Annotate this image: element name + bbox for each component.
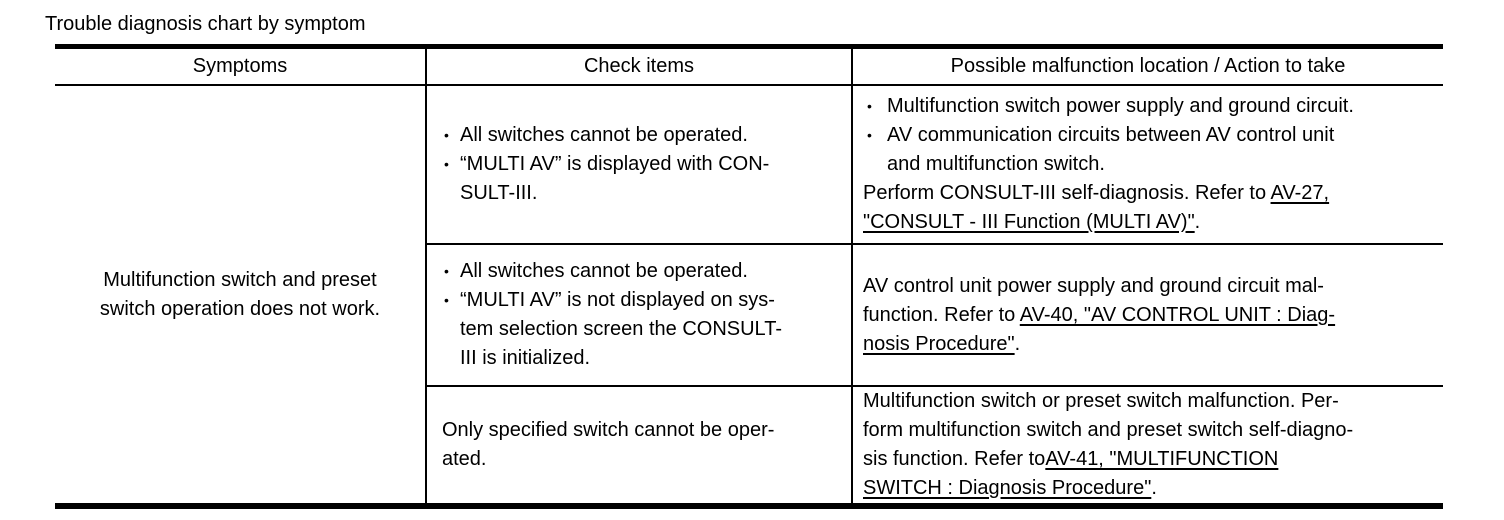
check-bullet-item: • All switches cannot be operated.: [442, 257, 845, 286]
check-bullet-text: All switches cannot be operated.: [460, 260, 748, 282]
bullet-icon: •: [444, 127, 449, 143]
xref-link-av40[interactable]: AV-40, "AV CONTROL UNIT : Diag- nosis Pr…: [863, 303, 1336, 355]
check-bullet-item: • All switches cannot be operated.: [442, 121, 845, 150]
bullet-icon: •: [867, 127, 872, 143]
symptoms-cell: Multifunction switch and preset switch o…: [55, 86, 427, 503]
check-text: Only specified switch cannot be oper- at…: [442, 419, 775, 470]
action-paragraph: AV control unit power supply and ground …: [863, 272, 1435, 359]
bullet-icon: •: [867, 98, 872, 114]
action-paragraph: Perform CONSULT-III self-diagnosis. Refe…: [863, 179, 1435, 237]
check-items-cell-row2: • All switches cannot be operated. • “MULT…: [427, 245, 853, 387]
check-bullet-text: “MULTI AV” is displayed with CON- SULT-I…: [460, 153, 770, 204]
check-items-cell-row1: • All switches cannot be operated. • “MULT…: [427, 86, 853, 245]
action-bullet-text: AV communication circuits between AV con…: [887, 124, 1335, 175]
action-bullet-item: • AV communication circuits between AV co…: [863, 121, 1435, 179]
header-symptoms: Symptoms: [55, 49, 427, 86]
check-bullet-text: “MULTI AV” is not displayed on sys- tem …: [460, 289, 782, 369]
check-bullet-item: • “MULTI AV” is displayed with CON- SULT-…: [442, 150, 845, 208]
action-cell-row3: Multifunction switch or preset switch ma…: [853, 387, 1443, 503]
trouble-diagnosis-table: Symptoms Check items Possible malfunctio…: [55, 44, 1443, 509]
action-bullet-text: Multifunction switch power supply and gr…: [887, 95, 1354, 117]
action-text: .: [1151, 477, 1157, 499]
action-cell-row2: AV control unit power supply and ground …: [853, 245, 1443, 387]
header-check-items: Check items: [427, 49, 853, 86]
action-text: .: [1014, 332, 1021, 355]
action-text: .: [1194, 211, 1201, 233]
action-bullet-item: • Multifunction switch power supply and g…: [863, 92, 1435, 121]
action-cell-row1: • Multifunction switch power supply and g…: [853, 86, 1443, 245]
check-bullet-text: All switches cannot be operated.: [460, 124, 748, 146]
check-bullet-item: • “MULTI AV” is not displayed on sys- tem…: [442, 286, 845, 373]
xref-link-av41[interactable]: AV-41, "MULTIFUNCTION SWITCH : Diagnosis…: [863, 448, 1279, 499]
check-items-cell-row3: Only specified switch cannot be oper- at…: [427, 387, 853, 503]
action-text: AV control unit power supply and ground …: [863, 274, 1324, 326]
action-paragraph: Multifunction switch or preset switch ma…: [863, 387, 1435, 503]
page-title: Trouble diagnosis chart by symptom: [45, 13, 366, 35]
bullet-icon: •: [444, 156, 449, 172]
bullet-icon: •: [444, 292, 449, 308]
action-text: Multifunction switch or preset switch ma…: [863, 390, 1354, 470]
bullet-icon: •: [444, 263, 449, 279]
header-action: Possible malfunction location / Action t…: [853, 49, 1443, 86]
xref-link-av27[interactable]: AV-27, "CONSULT - III Function (MULTI AV…: [863, 182, 1330, 233]
action-text: Perform CONSULT-III self-diagnosis. Refe…: [863, 182, 1271, 204]
